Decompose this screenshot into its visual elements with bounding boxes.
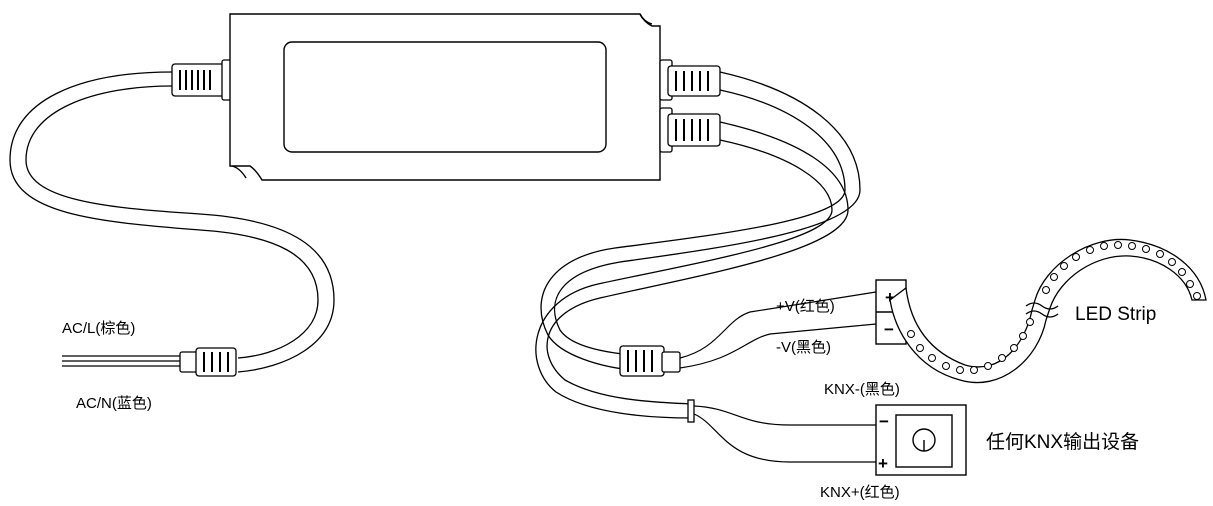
knx-minus-sign: − xyxy=(879,412,889,431)
knx-device xyxy=(875,404,967,476)
knx-plus-sign: + xyxy=(878,454,888,473)
dc-inline-connector xyxy=(619,345,681,377)
ac-plug xyxy=(171,59,233,101)
knx-minus-label: KNX-(黑色) xyxy=(824,381,900,398)
ac-neutral-label: AC/N(蓝色) xyxy=(76,395,152,412)
knx-wires xyxy=(693,405,876,463)
led-strip-label: LED Strip xyxy=(1075,304,1156,325)
knx-plus-label: KNX+(红色) xyxy=(820,484,900,501)
knx-device-label: 任何KNX输出设备 xyxy=(986,431,1139,453)
dc-wires xyxy=(679,291,877,369)
led-strip xyxy=(889,238,1207,384)
strip-plus-sign: + xyxy=(885,288,895,307)
output-cable-bottom xyxy=(535,121,849,423)
driver-box xyxy=(229,13,661,181)
output-cable-top xyxy=(540,71,861,371)
ac-inline-connector xyxy=(179,347,237,377)
strip-minus-sign: − xyxy=(884,320,894,339)
ac-wire-leads xyxy=(62,355,182,367)
ac-live-label: AC/L(棕色) xyxy=(62,320,135,337)
output-plugs xyxy=(659,59,721,153)
v-plus-label: +V(红色) xyxy=(776,298,835,315)
v-minus-label: -V(黑色) xyxy=(776,339,831,356)
ac-input-cable xyxy=(9,71,335,373)
